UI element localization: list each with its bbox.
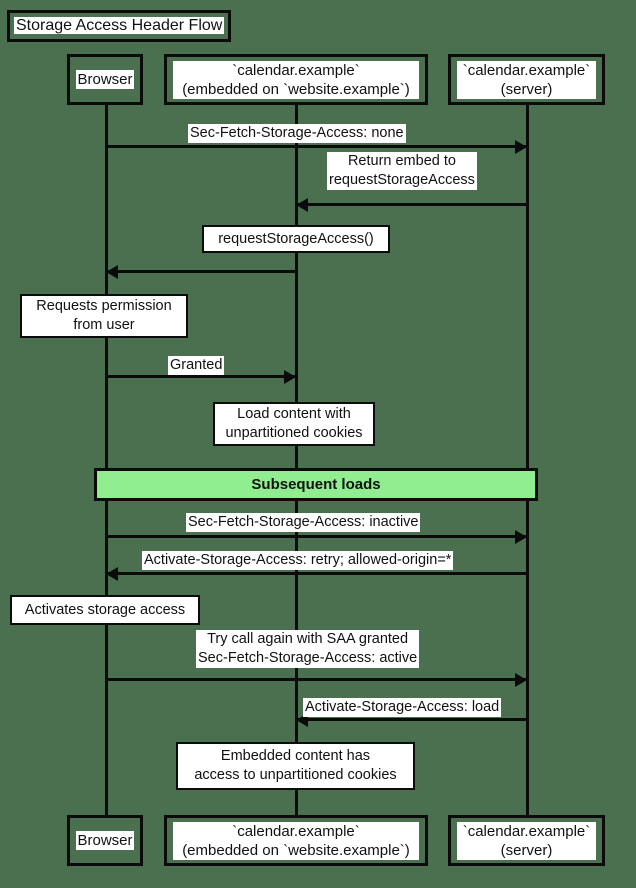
lifeline-embed xyxy=(295,105,298,815)
participant-label: `calendar.example` (server) xyxy=(457,60,596,99)
message-line-m3 xyxy=(106,270,296,273)
lifeline-browser xyxy=(105,105,108,815)
arrow-head-icon-m5 xyxy=(515,529,527,544)
message-label-m5: Sec-Fetch-Storage-Access: inactive xyxy=(186,513,421,532)
message-label-m3: requestStorageAccess() xyxy=(218,230,374,247)
participant-label: Browser xyxy=(76,831,134,850)
page-title: Storage Access Header Flow xyxy=(14,17,225,34)
message-line-m6 xyxy=(106,572,527,575)
diagram-title-box: Storage Access Header Flow xyxy=(7,10,232,42)
note-label: Embedded content has access to unpartiti… xyxy=(194,748,397,783)
message-label-m8: Activate-Storage-Access: load xyxy=(303,698,502,717)
participant-embed-footer[interactable]: `calendar.example` (embedded on `website… xyxy=(164,815,428,866)
message-line-m1 xyxy=(106,145,527,148)
arrow-head-icon-m1 xyxy=(515,139,527,154)
divider-subsequent-loads: Subsequent loads xyxy=(94,468,538,501)
participant-label: Browser xyxy=(76,70,134,89)
message-label-m1: Sec-Fetch-Storage-Access: none xyxy=(188,124,406,143)
arrow-head-icon-m2 xyxy=(296,197,308,212)
participant-server-footer[interactable]: `calendar.example` (server) xyxy=(448,815,605,866)
message-label-m2: Return embed to requestStorageAccess xyxy=(327,152,477,190)
participant-browser-header[interactable]: Browser xyxy=(67,54,143,105)
message-label-box-m3: requestStorageAccess() xyxy=(202,225,390,253)
participant-label: `calendar.example` (server) xyxy=(457,821,596,860)
lifeline-server xyxy=(526,105,529,815)
note-load-content: Load content with unpartitioned cookies xyxy=(213,402,375,446)
arrow-head-icon-m6 xyxy=(106,566,118,581)
note-activates-storage-access: Activates storage access xyxy=(10,595,200,625)
note-label: Activates storage access xyxy=(24,601,186,618)
message-label-m6: Activate-Storage-Access: retry; allowed-… xyxy=(142,551,454,570)
message-label-m4: Granted xyxy=(168,356,225,375)
note-embedded-content-access: Embedded content has access to unpartiti… xyxy=(176,742,415,790)
message-line-m7 xyxy=(106,678,527,681)
participant-embed-header[interactable]: `calendar.example` (embedded on `website… xyxy=(164,54,428,105)
note-label: Load content with unpartitioned cookies xyxy=(225,406,363,441)
arrow-head-icon-m4 xyxy=(284,369,296,384)
message-label-m7: Try call again with SAA granted Sec-Fetc… xyxy=(196,630,420,668)
participant-browser-footer[interactable]: Browser xyxy=(67,815,143,866)
note-label: Requests permission from user xyxy=(36,298,172,333)
message-line-m4 xyxy=(106,375,296,378)
divider-label: Subsequent loads xyxy=(251,476,381,493)
arrow-head-icon-m7 xyxy=(515,672,527,687)
note-requests-permission: Requests permission from user xyxy=(20,294,188,338)
participant-label: `calendar.example` (embedded on `website… xyxy=(173,60,419,99)
message-line-m8 xyxy=(296,718,527,721)
participant-server-header[interactable]: `calendar.example` (server) xyxy=(448,54,605,105)
message-line-m2 xyxy=(296,203,527,206)
participant-label: `calendar.example` (embedded on `website… xyxy=(173,821,419,860)
message-line-m5 xyxy=(106,535,527,538)
arrow-head-icon-m3 xyxy=(106,264,118,279)
